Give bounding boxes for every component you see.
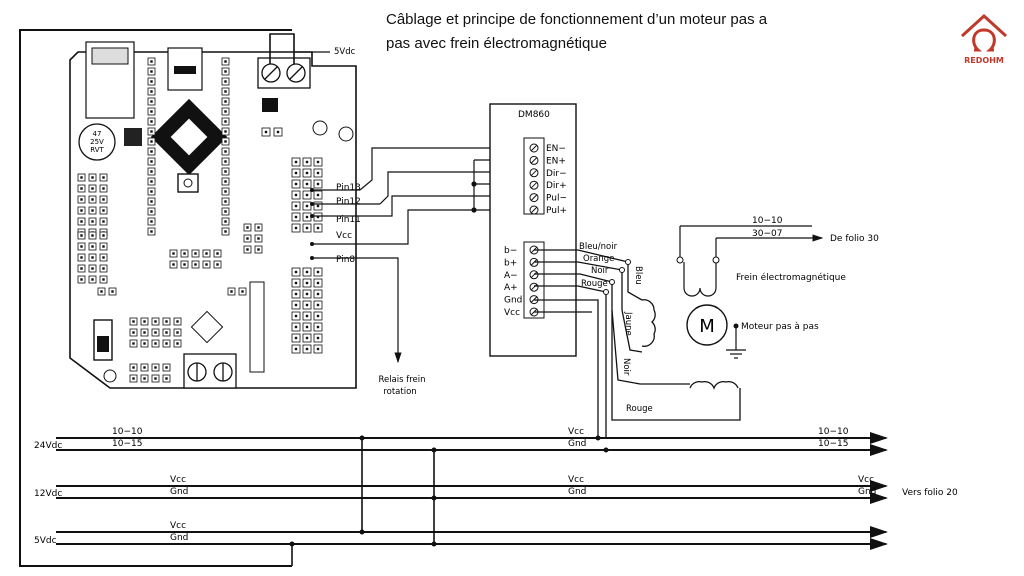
motor-terminal-label: b− (504, 246, 517, 256)
bus-24-end2: 10−15 (818, 439, 848, 449)
motor-wires (534, 249, 741, 438)
control-terminal-label: EN− (546, 144, 566, 154)
bus-5vdc-label: 5Vdc (34, 536, 57, 546)
brake-wire-2: 30−07 (752, 229, 782, 239)
wire-label-noir: Noir (591, 266, 609, 276)
pin-label-pin11: Pin11 (336, 215, 361, 225)
bus-24-wire1: 10−10 (112, 427, 143, 437)
relay-label: Relais frein (378, 375, 425, 385)
bus-taps (291, 438, 435, 566)
logo-roof-icon (960, 13, 1008, 38)
board-supply-label: 5Vdc (334, 47, 356, 57)
bus-12-end1: Vcc (858, 475, 874, 485)
pin-label-pin12: Pin12 (336, 197, 361, 207)
redohm-logo: REDOHM (960, 13, 1008, 65)
motor-terminal-label: A− (504, 271, 518, 281)
logo-text: REDOHM (964, 56, 1004, 65)
bus-24-end1: 10−10 (818, 427, 849, 437)
brake-label: Frein électromagnétique (736, 272, 846, 283)
mounting-hole (312, 120, 328, 136)
pin-links (310, 188, 314, 260)
wire-5vdc-feed (269, 33, 295, 64)
pin-label-pin13: Pin13 (336, 183, 361, 193)
mounting-hole (103, 369, 117, 383)
title-line-1: Câblage et principe de fonctionnement d’… (386, 11, 768, 28)
outer-frame (19, 29, 292, 567)
title-line-2: pas avec frein électromagnétique (386, 35, 607, 52)
pin-label-pin8: Pin8 (336, 255, 355, 265)
motor-terminal-label: Gnd (504, 296, 522, 306)
bus-5-left1: Vcc (170, 521, 186, 531)
bus-12-to-label: Vers folio 20 (902, 488, 958, 498)
mounting-hole (338, 126, 354, 142)
capacitor-label: 25V (90, 138, 104, 146)
wire-label-rouge: Rouge (581, 279, 608, 289)
control-terminal-label: Pul+ (546, 206, 567, 216)
wire-label-bleu: Bleu (633, 266, 643, 285)
brake-wire-1: 10−10 (752, 216, 783, 226)
motor-symbol: M (699, 316, 715, 337)
bus-12vdc-label: 12Vdc (34, 489, 62, 499)
driver-name: DM860 (518, 110, 550, 120)
bus-24-mid1: Vcc (568, 427, 584, 437)
bus-12-end2: Gnd (858, 487, 876, 497)
bus-12-mid1: Vcc (568, 475, 584, 485)
wire-label-orange: Orange (583, 254, 614, 264)
control-terminal-label: Pul− (546, 194, 567, 204)
diamond-component (190, 310, 224, 344)
capacitor (78, 123, 116, 161)
wire-label-noir-v: Noir (621, 358, 631, 376)
brake-from-label: De folio 30 (830, 234, 879, 244)
diagram-title: Câblage et principe de fonctionnement d’… (386, 8, 886, 56)
motor-label: Moteur pas à pas (741, 322, 819, 332)
bus-24-mid2: Gnd (568, 439, 586, 449)
motor-terminal-label: b+ (504, 258, 517, 268)
bus-24vdc-label: 24Vdc (34, 441, 62, 451)
bus-12-left1: Vcc (170, 475, 186, 485)
bus-12-left2: Gnd (170, 487, 188, 497)
brake-wiring (679, 225, 812, 297)
control-terminal-label: Dir+ (546, 181, 567, 191)
bus-24-wire2: 10−15 (112, 439, 142, 449)
relay-label-2: rotation (383, 387, 416, 397)
pin-pads (77, 57, 323, 383)
capacitor-label: 47 (93, 130, 102, 138)
stepper-motor-icon (686, 304, 728, 346)
wire-label-bleu-noir: Bleu/noir (579, 242, 618, 252)
wire-label-rouge-bottom: Rouge (626, 404, 653, 414)
connector-block (249, 281, 265, 373)
motor-terminal-block (523, 241, 545, 319)
pin-label-vcc: Vcc (336, 231, 352, 241)
arduino-board: 47 25V RVT (69, 41, 357, 389)
control-terminal-label: EN+ (546, 156, 566, 166)
wire-label-jaune: Jaune (623, 311, 633, 336)
bus-12-mid2: Gnd (568, 487, 586, 497)
bus-5-left2: Gnd (170, 533, 188, 543)
board-outline (69, 51, 357, 389)
logo-omega-icon (972, 28, 996, 52)
control-terminal-label: Dir− (546, 169, 567, 179)
supply-buses (56, 432, 888, 550)
motor-terminal-label: Vcc (504, 308, 520, 318)
chip-small (124, 128, 142, 146)
motor-terminal-label: A+ (504, 283, 518, 293)
capacitor-label: RVT (90, 146, 104, 154)
